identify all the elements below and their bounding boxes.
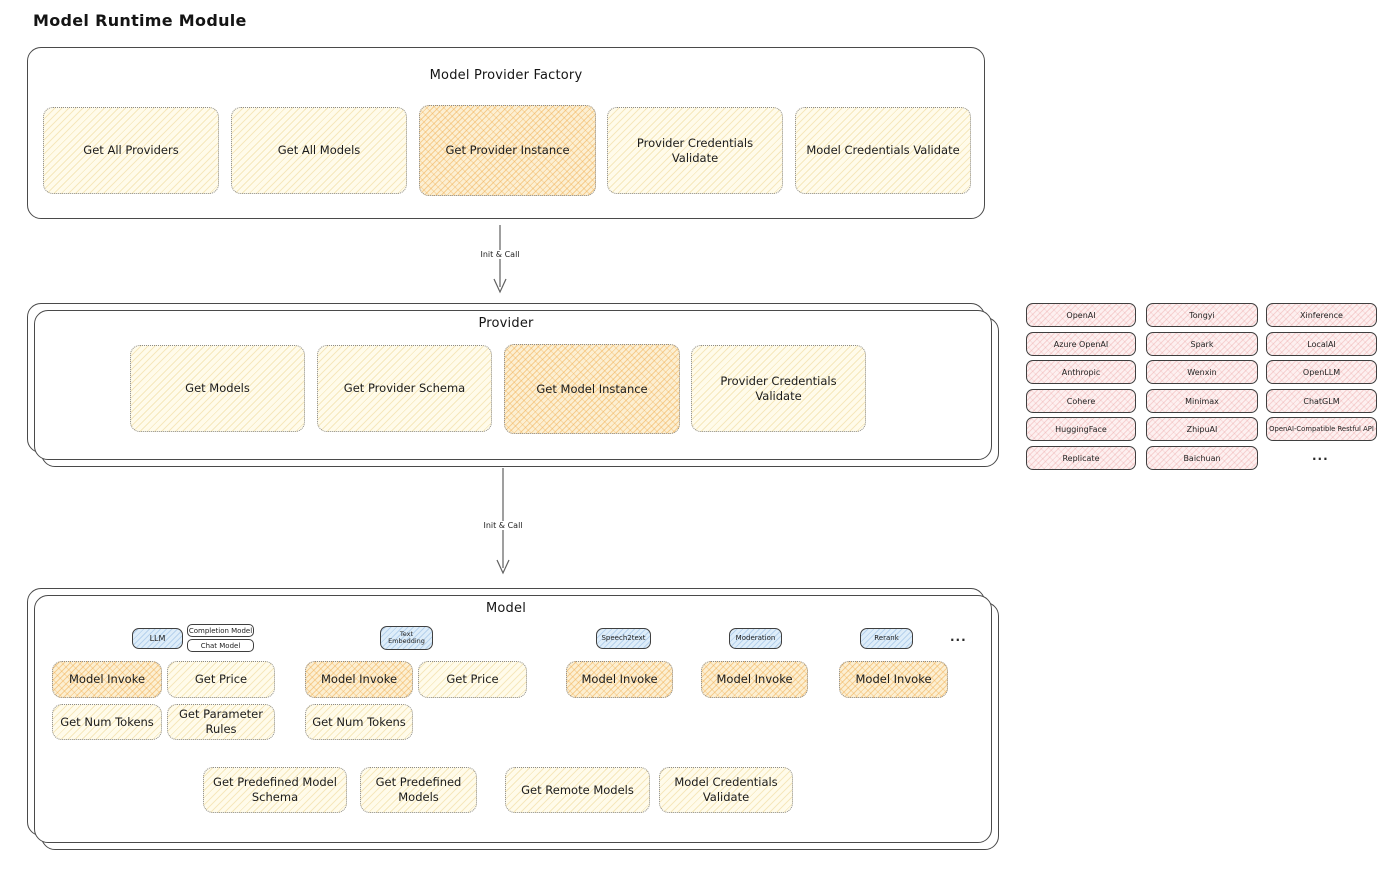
provider-chip-minimax: Minimax: [1146, 389, 1258, 413]
providers-ellipsis: ...: [1312, 449, 1329, 463]
arrow-label-init-call-2: Init & Call: [473, 521, 533, 530]
provider-chip-replicate: Replicate: [1026, 446, 1136, 470]
node-provider-credentials-validate: Provider Credentials Validate: [607, 107, 783, 194]
node-get-all-models: Get All Models: [231, 107, 407, 194]
provider-chip-anthropic: Anthropic: [1026, 360, 1136, 384]
page-title: Model Runtime Module: [33, 11, 247, 30]
node-get-predefined-model-schema: Get Predefined Model Schema: [203, 767, 347, 813]
provider-chip-openllm: OpenLLM: [1266, 360, 1377, 384]
arrow-label-init-call-1: Init & Call: [470, 250, 530, 259]
model-types-ellipsis: ...: [950, 630, 967, 644]
provider-chip-openai: OpenAI: [1026, 303, 1136, 327]
node-get-model-instance: Get Model Instance: [504, 344, 680, 434]
provider-chip-xinference: Xinference: [1266, 303, 1377, 327]
node-get-provider-instance: Get Provider Instance: [419, 105, 596, 196]
badge-chat-model: Chat Model: [187, 639, 254, 652]
node-get-remote-models: Get Remote Models: [505, 767, 650, 813]
badge-moderation: Moderation: [729, 628, 782, 649]
badge-rerank: Rerank: [860, 628, 913, 649]
node-llm-get-num-tokens: Get Num Tokens: [52, 704, 162, 740]
provider-chip-spark: Spark: [1146, 332, 1258, 356]
node-get-predefined-models: Get Predefined Models: [360, 767, 477, 813]
node-speech2text-model-invoke: Model Invoke: [566, 661, 673, 698]
arrow-provider-to-model: [496, 468, 510, 575]
provider-chip-openai-compatible: OpenAI-Compatible Restful API: [1266, 417, 1377, 441]
node-llm-get-parameter-rules: Get Parameter Rules: [167, 704, 275, 740]
node-model-credentials-validate-2: Model Credentials Validate: [659, 767, 793, 813]
provider-chip-baichuan: Baichuan: [1146, 446, 1258, 470]
node-model-credentials-validate: Model Credentials Validate: [795, 107, 971, 194]
provider-title: Provider: [478, 316, 534, 331]
node-rerank-model-invoke: Model Invoke: [839, 661, 948, 698]
provider-chip-huggingface: HuggingFace: [1026, 417, 1136, 441]
badge-text-embedding: Text Embedding: [380, 626, 433, 650]
arrow-factory-to-provider: [493, 225, 507, 294]
factory-title: Model Provider Factory: [429, 68, 583, 83]
node-moderation-model-invoke: Model Invoke: [701, 661, 808, 698]
provider-chip-localai: LocalAI: [1266, 332, 1377, 356]
node-get-all-providers: Get All Providers: [43, 107, 219, 194]
provider-chip-wenxin: Wenxin: [1146, 360, 1258, 384]
node-provider-credentials-validate-2: Provider Credentials Validate: [691, 345, 866, 432]
node-get-provider-schema: Get Provider Schema: [317, 345, 492, 432]
provider-chip-zhipuai: ZhipuAI: [1146, 417, 1258, 441]
model-title: Model: [485, 601, 527, 616]
node-llm-model-invoke: Model Invoke: [52, 661, 162, 698]
node-embedding-get-num-tokens: Get Num Tokens: [305, 704, 413, 740]
node-embedding-get-price: Get Price: [418, 661, 527, 698]
badge-llm: LLM: [132, 628, 183, 649]
badge-completion-model: Completion Model: [187, 624, 254, 637]
provider-chip-cohere: Cohere: [1026, 389, 1136, 413]
node-llm-get-price: Get Price: [167, 661, 275, 698]
provider-chip-chatglm: ChatGLM: [1266, 389, 1377, 413]
provider-chip-azure-openai: Azure OpenAI: [1026, 332, 1136, 356]
badge-speech2text: Speech2text: [596, 628, 651, 649]
node-embedding-model-invoke: Model Invoke: [305, 661, 413, 698]
node-get-models: Get Models: [130, 345, 305, 432]
provider-chip-tongyi: Tongyi: [1146, 303, 1258, 327]
